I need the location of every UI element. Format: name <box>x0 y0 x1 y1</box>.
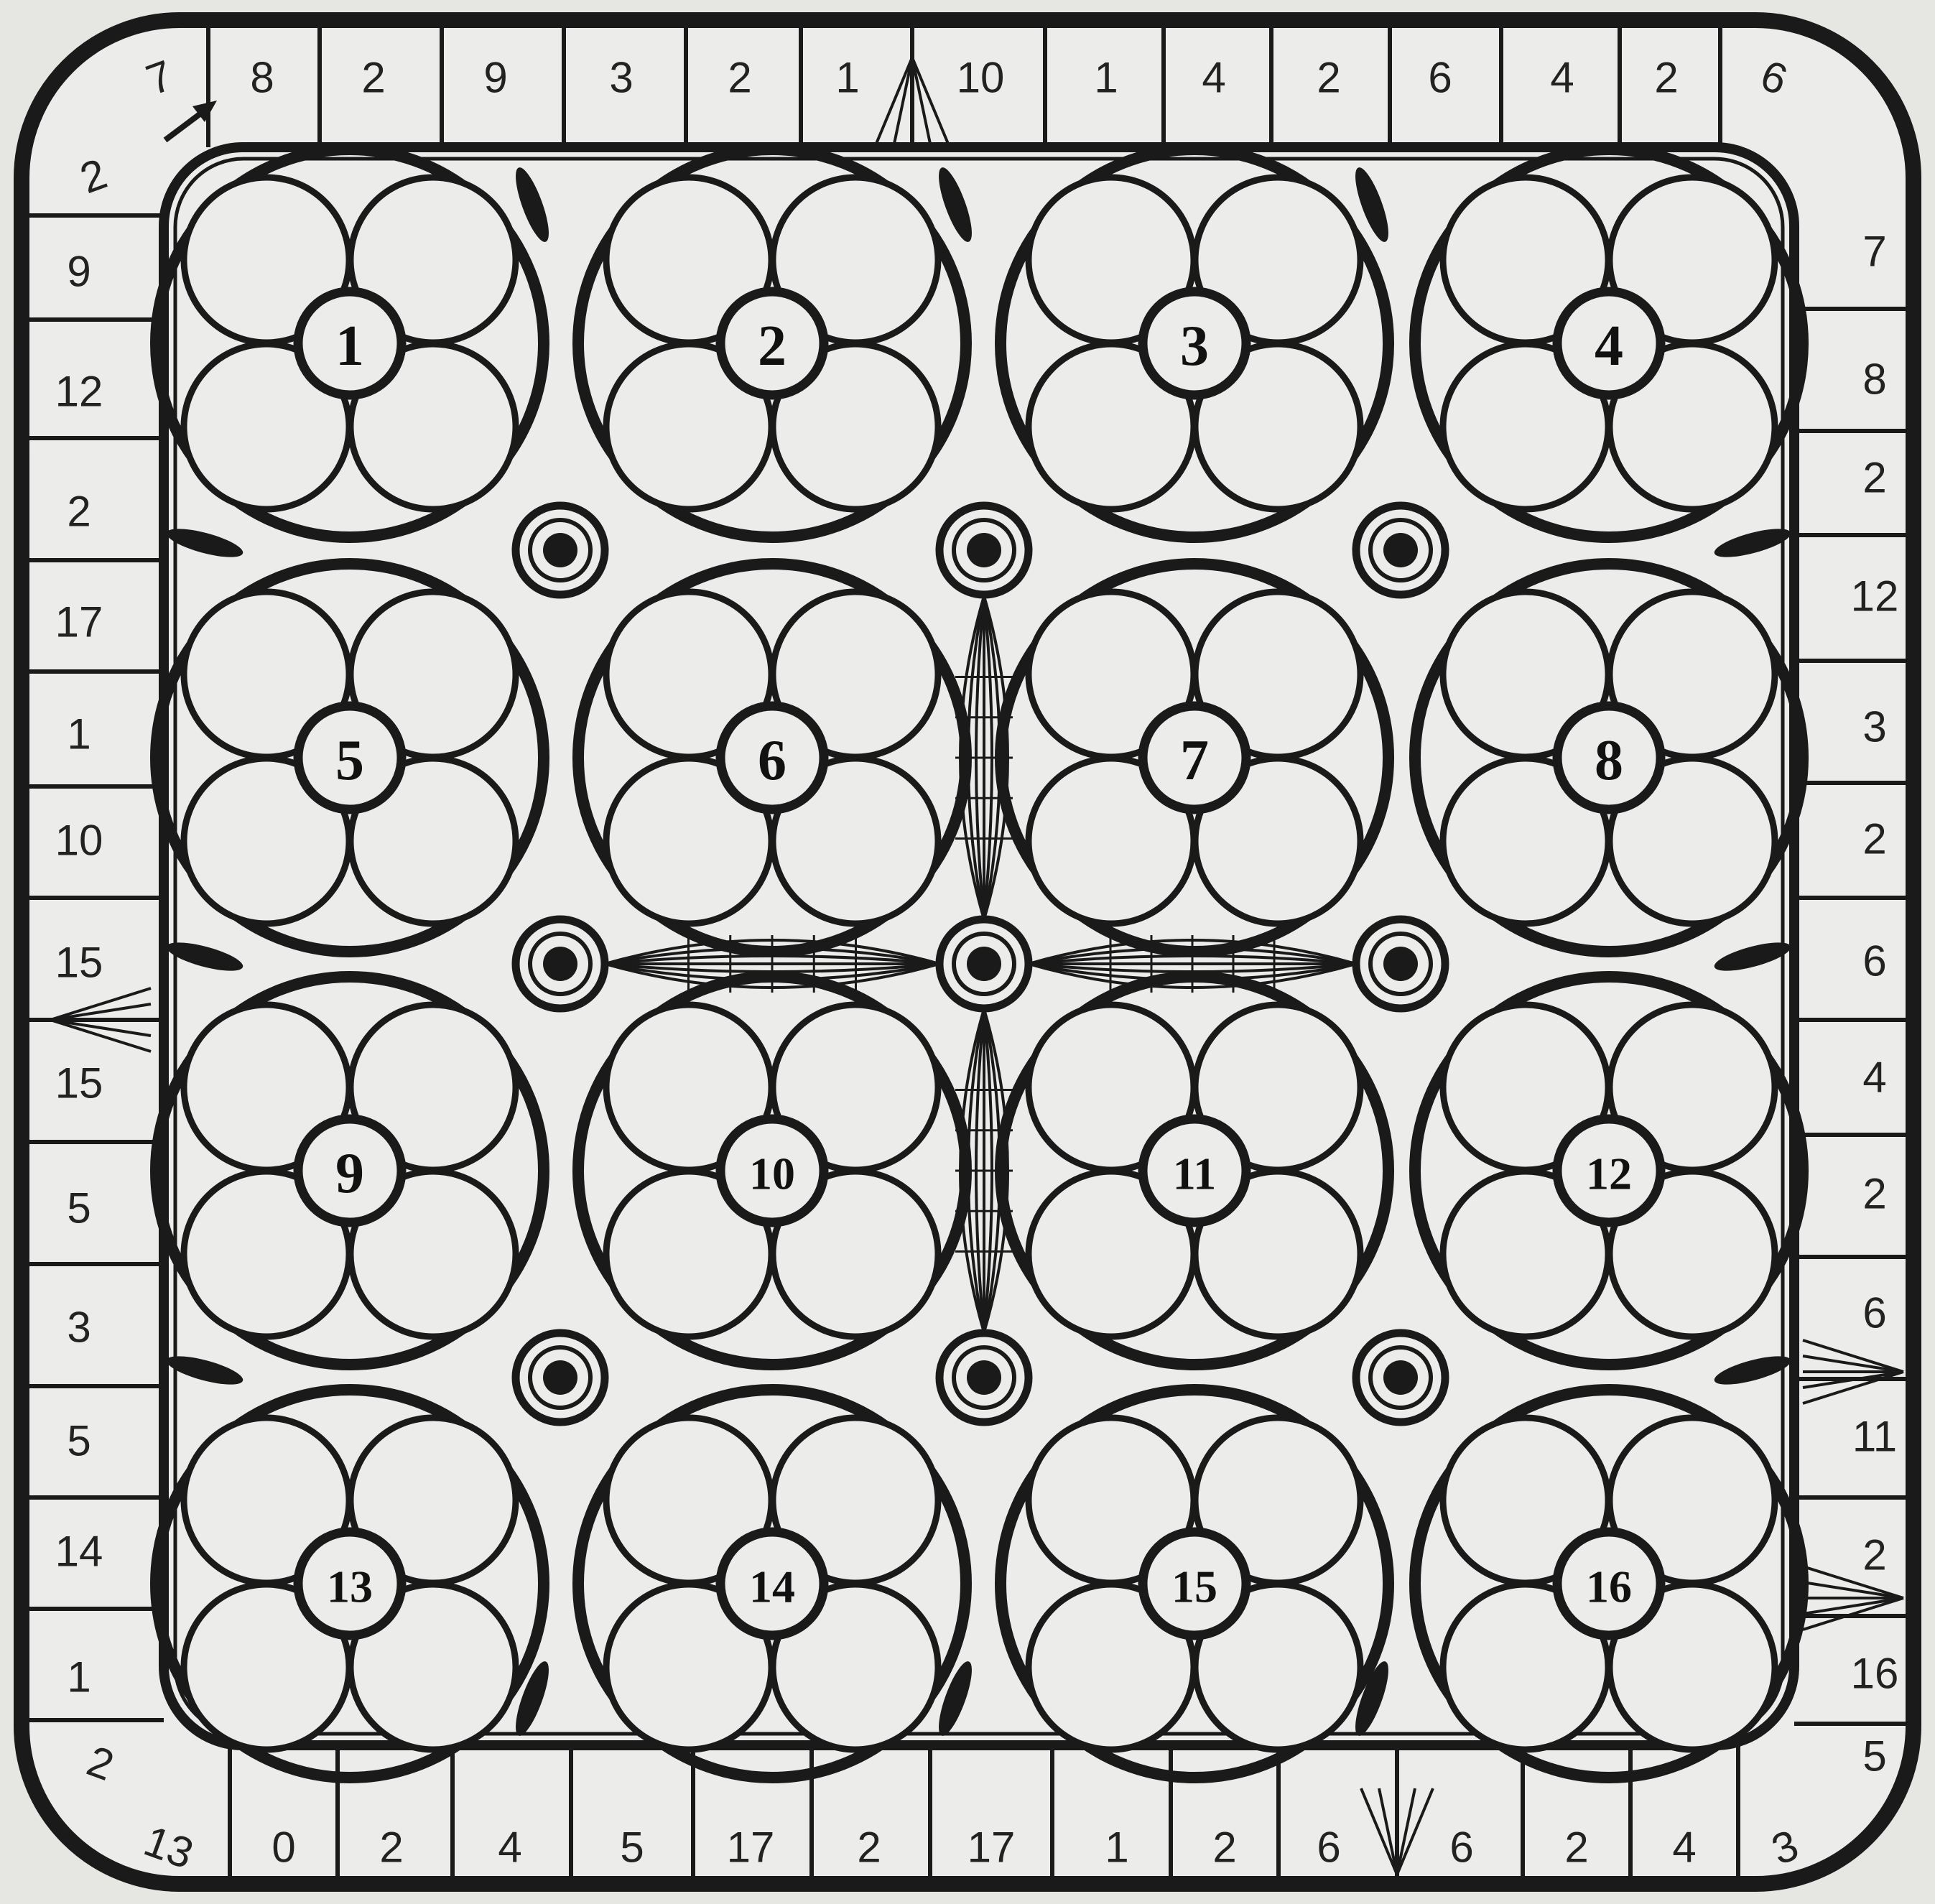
flower-number: 14 <box>749 1561 795 1612</box>
track-cell-number: 8 <box>250 54 274 102</box>
track-cell-number: 4 <box>1202 54 1225 102</box>
track-cell-number: 15 <box>55 1059 103 1107</box>
track-cell-number: 12 <box>1851 572 1899 621</box>
ring-icon[interactable] <box>939 506 1029 595</box>
track-cell-number: 9 <box>483 54 507 102</box>
track-cell-number: 9 <box>67 248 91 296</box>
track-cell-number: 2 <box>1317 54 1340 102</box>
flower-number: 8 <box>1595 729 1623 792</box>
track-cell-number: 3 <box>1862 703 1886 751</box>
track-cell-number: 12 <box>55 368 103 416</box>
track-cell-number: 2 <box>728 54 751 102</box>
flower-number: 15 <box>1171 1561 1217 1612</box>
flower-number: 3 <box>1180 315 1209 378</box>
track-cell-number: 3 <box>67 1304 91 1352</box>
track-cell-number: 1 <box>1105 1824 1128 1872</box>
track-cell-number: 2 <box>1862 1170 1886 1218</box>
flower-number: 9 <box>335 1142 364 1205</box>
track-cell-number: 10 <box>957 54 1005 102</box>
ring-icon[interactable] <box>516 506 605 595</box>
track-cell-number: 1 <box>67 710 91 758</box>
track-cell-number: 2 <box>1862 1531 1886 1579</box>
track-cell-number: 2 <box>1862 454 1886 502</box>
track-cell-number: 10 <box>55 817 103 865</box>
flower-number: 11 <box>1173 1148 1216 1199</box>
track-cell-number: 5 <box>67 1184 91 1232</box>
flower-number: 12 <box>1586 1148 1632 1199</box>
ring-icon[interactable] <box>1356 919 1445 1008</box>
track-cell-number: 11 <box>1852 1413 1897 1461</box>
track-cell-number: 5 <box>67 1417 91 1465</box>
track-cell-number: 4 <box>1550 54 1574 102</box>
flower-number: 6 <box>758 729 786 792</box>
flower-number: 10 <box>749 1148 795 1199</box>
track-cell-number: 15 <box>55 939 103 987</box>
flower-number: 4 <box>1595 315 1623 378</box>
ring-icon[interactable] <box>516 1333 605 1422</box>
track-cell-number: 17 <box>727 1824 775 1872</box>
track-cell-number: 5 <box>620 1824 644 1872</box>
ring-icon[interactable] <box>939 1333 1029 1422</box>
ring-icon[interactable] <box>1356 1333 1445 1422</box>
track-cell-number: 0 <box>272 1824 295 1872</box>
flower-number: 16 <box>1586 1561 1632 1612</box>
track-cell-number: 6 <box>1317 1824 1340 1872</box>
track-cell-number: 4 <box>1862 1054 1886 1102</box>
ring-icon[interactable] <box>516 919 605 1008</box>
track-cell-number: 17 <box>968 1824 1016 1872</box>
flower-number: 13 <box>327 1561 373 1612</box>
track-cell-number: 4 <box>498 1824 521 1872</box>
track-cell-number: 7 <box>1862 228 1886 276</box>
track-cell-number: 17 <box>55 598 103 646</box>
track-cell-number: 1 <box>67 1653 91 1701</box>
track-cell-number: 6 <box>1862 1289 1886 1337</box>
track-cell-number: 2 <box>361 54 385 102</box>
track-cell-number: 6 <box>1449 1824 1473 1872</box>
track-cell-number: 14 <box>55 1528 103 1576</box>
flower-number: 1 <box>335 315 364 378</box>
track-cell-number: 2 <box>379 1824 403 1872</box>
flower-number: 7 <box>1180 729 1209 792</box>
track-cell-number: 8 <box>1862 356 1886 404</box>
track-cell-number: 2 <box>1564 1824 1588 1872</box>
track-cell-number: 6 <box>1862 937 1886 985</box>
flower-number: 5 <box>335 729 364 792</box>
track-cell-number: 16 <box>1851 1650 1899 1698</box>
track-cell-number: 2 <box>1654 54 1678 102</box>
track-cell-number: 4 <box>1672 1824 1696 1872</box>
ring-icon[interactable] <box>939 919 1029 1008</box>
track-cell-number: 6 <box>1428 54 1452 102</box>
track-cell-number: 2 <box>1862 815 1886 863</box>
flower-number: 2 <box>758 315 786 378</box>
ring-icon[interactable] <box>1356 506 1445 595</box>
track-cell-number: 1 <box>1094 54 1118 102</box>
track-cell-number: 2 <box>67 488 91 536</box>
track-cell-number: 1 <box>835 54 859 102</box>
track-cell-number: 2 <box>857 1824 881 1872</box>
track-cell-number: 5 <box>1862 1732 1886 1780</box>
track-cell-number: 2 <box>1212 1824 1236 1872</box>
track-cell-number: 3 <box>609 54 633 102</box>
